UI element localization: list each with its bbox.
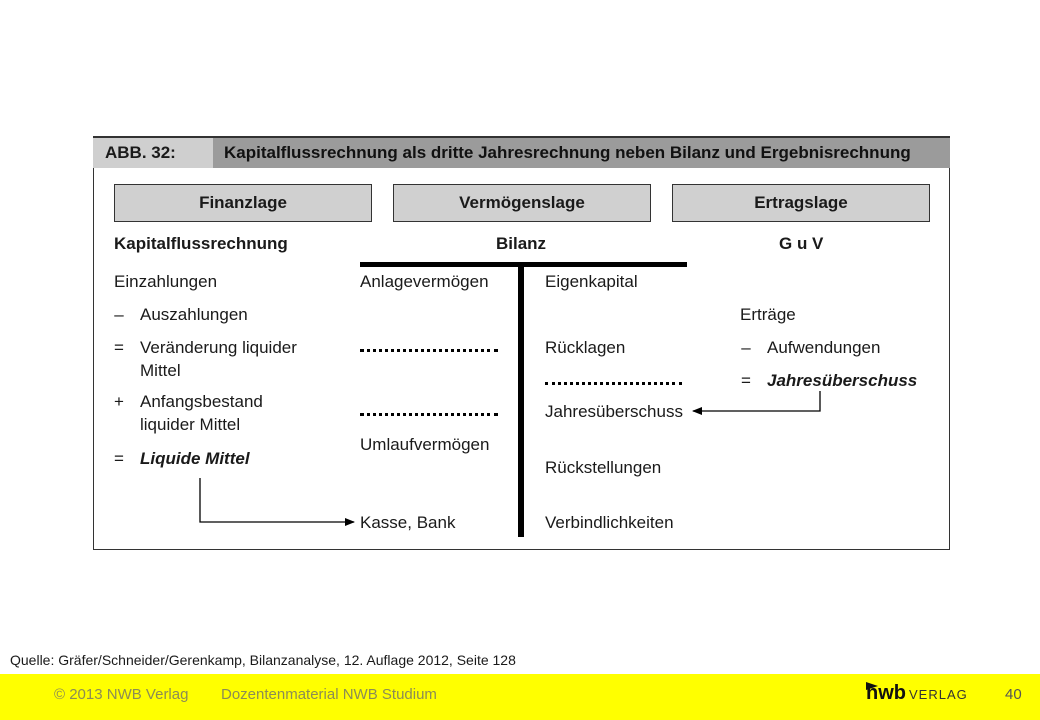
figure-frame xyxy=(93,136,950,550)
liability-eigenkapital: Eigenkapital xyxy=(545,272,638,291)
asset-kasse-bank: Kasse, Bank xyxy=(360,513,456,532)
dotted-separator xyxy=(360,349,498,352)
guv-minus-symbol: – xyxy=(741,338,751,357)
logo-arrow-icon xyxy=(866,682,878,690)
cf-plus-symbol: + xyxy=(114,392,124,411)
figure-label: ABB. 32: xyxy=(93,138,213,168)
t-account-divider xyxy=(518,262,524,537)
asset-umlaufvermoegen: Umlaufvermögen xyxy=(360,435,490,454)
dotted-separator xyxy=(545,382,682,385)
footer-course: Dozentenmaterial NWB Studium xyxy=(221,686,437,703)
figure-title: Kapitalflussrechnung als dritte Jahresre… xyxy=(213,138,950,168)
section-vermoegenslage: Vermögenslage xyxy=(393,184,651,222)
guv-jahresueberschuss: Jahresüberschuss xyxy=(767,371,918,390)
section-finanzlage: Finanzlage xyxy=(114,184,372,222)
page-number: 40 xyxy=(1005,686,1022,703)
asset-anlagevermoegen: Anlagevermögen xyxy=(360,272,489,291)
heading-guv: G u V xyxy=(779,234,824,253)
dotted-separator xyxy=(360,413,498,416)
heading-kapitalflussrechnung: Kapitalflussrechnung xyxy=(114,234,288,253)
cf-anfangsbestand-2: liquider Mittel xyxy=(140,415,241,434)
cf-equals-symbol-2: = xyxy=(114,449,124,468)
arrow-liquide-mittel-to-kasse xyxy=(199,478,355,526)
section-ertragslage: Ertragslage xyxy=(672,184,930,222)
cf-auszahlungen: Auszahlungen xyxy=(140,305,248,324)
cf-veraenderung-2: Mittel xyxy=(140,361,181,380)
cf-veraenderung: Veränderung liquider xyxy=(140,338,297,357)
guv-ertraege: Erträge xyxy=(740,305,796,324)
footer-copyright: © 2013 NWB Verlag xyxy=(54,686,189,703)
liability-jahresueberschuss: Jahresüberschuss xyxy=(545,402,683,421)
cf-einzahlungen: Einzahlungen xyxy=(114,272,218,291)
liability-verbindlichkeiten: Verbindlichkeiten xyxy=(545,513,674,532)
footer-bar xyxy=(0,674,1040,720)
heading-bilanz: Bilanz xyxy=(496,234,547,253)
arrow-guv-to-jahresueberschuss xyxy=(692,391,821,415)
guv-aufwendungen: Aufwendungen xyxy=(767,338,881,357)
logo-sub: VERLAG xyxy=(909,687,968,702)
cf-equals-symbol-1: = xyxy=(114,338,124,357)
cf-liquide-mittel: Liquide Mittel xyxy=(140,449,250,468)
guv-equals-symbol: = xyxy=(741,371,751,390)
logo-main: nwb xyxy=(866,682,906,704)
source-citation: Quelle: Gräfer/Schneider/Gerenkamp, Bila… xyxy=(10,652,516,668)
cf-anfangsbestand: Anfangsbestand xyxy=(140,392,263,411)
liability-ruecklagen: Rücklagen xyxy=(545,338,626,357)
liability-rueckstellungen: Rückstellungen xyxy=(545,458,662,477)
cf-minus-symbol: – xyxy=(114,305,124,324)
